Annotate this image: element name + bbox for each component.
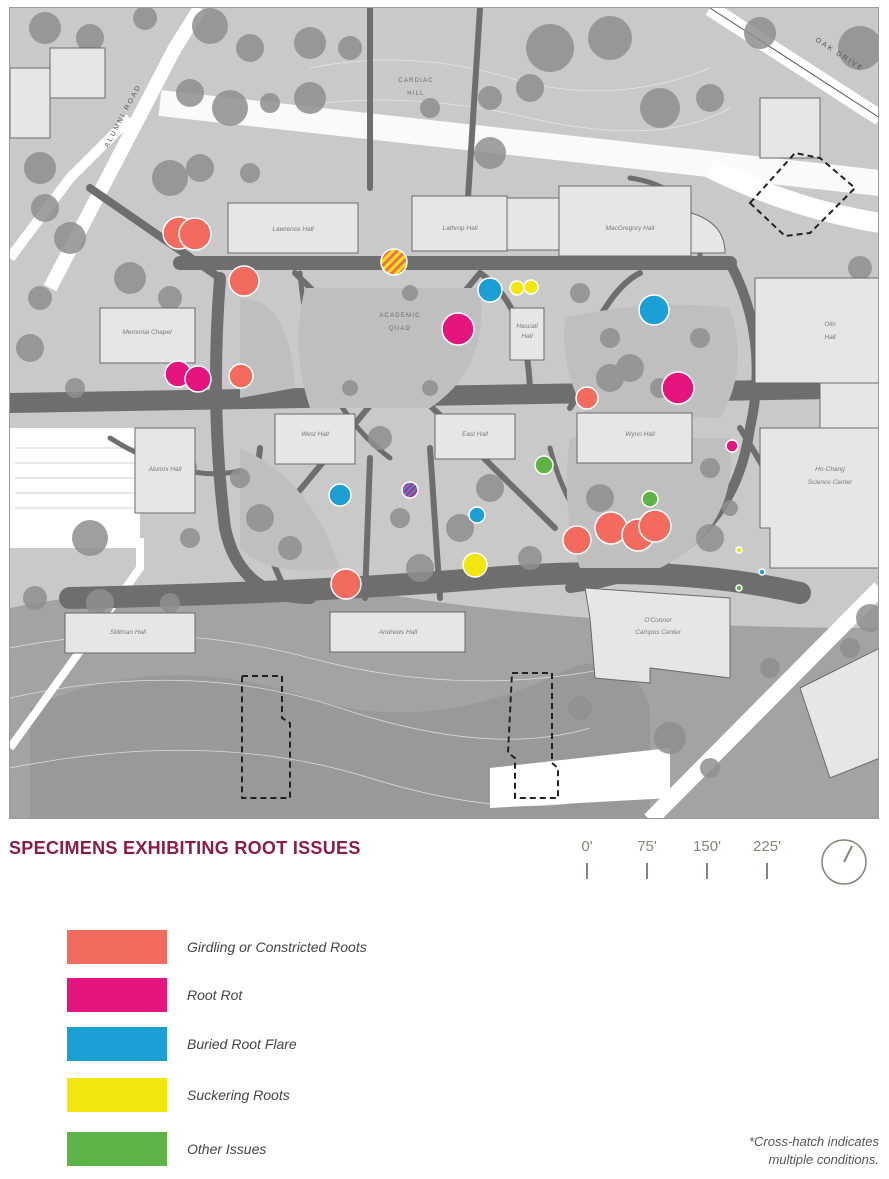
label-lawrence-hall: Lawrence Hall xyxy=(272,226,314,233)
scale-label: 75' xyxy=(637,838,657,855)
legend-swatch xyxy=(67,1078,167,1112)
label-oconnor-2: Campus Center xyxy=(635,629,681,636)
marker-girdling[interactable] xyxy=(228,265,260,297)
legend-label: Girdling or Constricted Roots xyxy=(187,939,367,955)
marker-girdling[interactable] xyxy=(228,363,254,389)
label-oconnor-1: O'Connor xyxy=(644,617,672,624)
legend-swatch xyxy=(67,978,167,1012)
legend-label: Suckering Roots xyxy=(187,1087,290,1103)
map-title: SPECIMENS EXHIBITING ROOT ISSUES xyxy=(9,838,361,858)
label-wynn-hall: Wynn Hall xyxy=(625,431,655,438)
label-olin-hall-1: Olin xyxy=(824,321,836,328)
label-andrews-hall: Andrews Hall xyxy=(378,629,418,636)
scale-tick: 150' xyxy=(682,838,732,879)
legend-item-girdling: Girdling or Constricted Roots xyxy=(67,930,487,964)
scale-label: 0' xyxy=(581,838,593,855)
label-olin-hall-2: Hall xyxy=(824,334,836,341)
north-arrow-icon xyxy=(820,838,868,886)
legend-swatch xyxy=(67,1027,167,1061)
marker-other-issues[interactable] xyxy=(735,584,743,592)
marker-girdling[interactable] xyxy=(638,509,672,543)
footnote-line-1: *Cross-hatch indicates xyxy=(748,1134,879,1149)
marker-other-issues[interactable] xyxy=(641,490,659,508)
marker-buried-root-flare[interactable] xyxy=(638,294,670,326)
legend-item-other-issues: Other Issues xyxy=(67,1132,487,1166)
legend-swatch xyxy=(67,1132,167,1166)
scale-bar: 0' 75' 150' 225' xyxy=(560,838,810,888)
label-macgregory-hall: MacGregory Hall xyxy=(606,225,655,232)
scale-label: 225' xyxy=(753,838,781,855)
scale-tick: 0' xyxy=(562,838,612,879)
label-academic-quad-2: QUAD xyxy=(389,326,411,332)
marker-buried-root-flare[interactable] xyxy=(758,568,766,576)
label-academic-quad-1: ACADEMIC xyxy=(379,313,420,319)
marker-buried-root-flare[interactable] xyxy=(477,277,503,303)
scale-tick: 225' xyxy=(742,838,792,879)
marker-multiple-conditions[interactable] xyxy=(380,248,408,276)
marker-girdling[interactable] xyxy=(562,525,592,555)
scale-label: 150' xyxy=(693,838,721,855)
legend-swatch xyxy=(67,930,167,964)
marker-girdling[interactable] xyxy=(178,217,212,251)
label-ho-chang-2: Science Center xyxy=(808,479,853,486)
label-ho-chang-1: Ho-Chang xyxy=(815,466,845,473)
legend-label: Root Rot xyxy=(187,987,243,1003)
scale-tick: 75' xyxy=(622,838,672,879)
marker-suckering-roots[interactable] xyxy=(462,552,488,578)
marker-buried-root-flare[interactable] xyxy=(468,506,486,524)
footnote-line-2: multiple conditions. xyxy=(768,1152,879,1167)
footnote: *Cross-hatch indicates multiple conditio… xyxy=(749,1133,879,1169)
marker-suckering-roots[interactable] xyxy=(523,279,539,295)
marker-suckering-roots[interactable] xyxy=(735,546,743,554)
marker-root-rot[interactable] xyxy=(661,371,695,405)
label-east-hall: East Hall xyxy=(462,431,489,438)
marker-root-rot[interactable] xyxy=(441,312,475,346)
marker-root-rot[interactable] xyxy=(725,439,739,453)
marker-multiple-conditions[interactable] xyxy=(401,481,419,499)
marker-girdling[interactable] xyxy=(575,386,599,410)
legend-item-buried-root-flare: Buried Root Flare xyxy=(67,1027,487,1061)
label-hascall-hall-1: Hascall xyxy=(516,323,538,330)
marker-suckering-roots[interactable] xyxy=(509,280,525,296)
legend-label: Buried Root Flare xyxy=(187,1036,297,1052)
legend-label: Other Issues xyxy=(187,1141,267,1157)
label-cardiac-hill-2: HILL xyxy=(407,91,424,97)
label-stillman-hall: Stillman Hall xyxy=(110,629,147,636)
campus-map: Lawrence Hall Lathrop Hall MacGregory Ha… xyxy=(9,7,879,819)
marker-buried-root-flare[interactable] xyxy=(328,483,352,507)
label-cardiac-hill-1: CARDIAC xyxy=(398,78,433,84)
legend-item-suckering-roots: Suckering Roots xyxy=(67,1078,487,1112)
label-west-hall: West Hall xyxy=(301,431,329,438)
marker-other-issues[interactable] xyxy=(534,455,554,475)
legend-item-root-rot: Root Rot xyxy=(67,978,487,1012)
label-memorial-chapel: Memorial Chapel xyxy=(122,329,172,336)
label-hascall-hall-2: Hall xyxy=(521,333,533,340)
marker-root-rot[interactable] xyxy=(184,365,212,393)
marker-girdling[interactable] xyxy=(330,568,362,600)
label-lathrop-hall: Lathrop Hall xyxy=(442,225,478,232)
label-alumni-hall: Alumni Hall xyxy=(148,466,182,473)
